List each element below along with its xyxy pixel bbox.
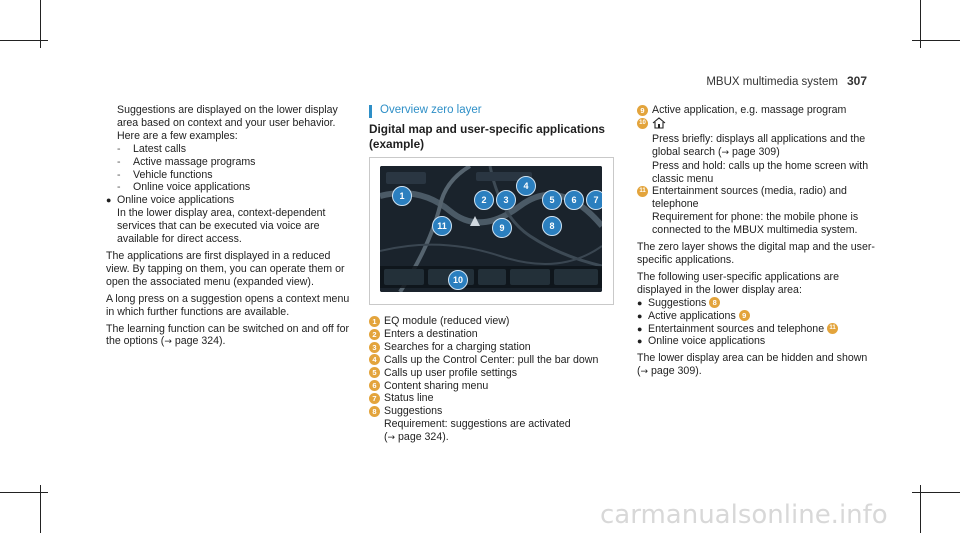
bullet-item: ●Entertainment sources and telephone 11 [637, 322, 882, 336]
paragraph: The learning function can be switched on… [106, 322, 350, 348]
callout-1: 1 [392, 186, 412, 206]
requirement-text: Requirement: suggestions are activated [384, 418, 571, 431]
left-column: Suggestions are displayed on the lower d… [106, 104, 351, 349]
callout-3: 3 [496, 190, 516, 210]
callout-6: 6 [564, 190, 584, 210]
crop-mark [0, 40, 48, 41]
reference-line: (→ page 324). [384, 431, 449, 444]
bullet-item: ●Online voice applications [106, 194, 235, 207]
header-title: MBUX multimedia system [706, 76, 838, 88]
bullet-item: ●Active applications 9 [637, 309, 882, 323]
paragraph: A long press on a suggestion opens a con… [106, 292, 350, 318]
crop-mark [920, 485, 921, 533]
callout-10: 10 [448, 270, 468, 290]
crop-mark [0, 492, 48, 493]
item-text: Press briefly: displays all applications… [652, 132, 866, 158]
legend-item: 10 [637, 117, 882, 133]
callout-9: 9 [492, 218, 512, 238]
reference-line: (→ page 309). [637, 365, 702, 378]
requirement-text: Requirement for phone: the mobile phone … [652, 211, 859, 237]
middle-column: Overview zero layer Digital map and user… [369, 104, 619, 445]
list-item: -Active massage programs [117, 155, 256, 168]
crop-mark [40, 485, 41, 533]
paragraph: The zero layer shows the digital map and… [637, 241, 875, 266]
callout-2: 2 [474, 190, 494, 210]
page-reference[interactable]: page 309 [651, 365, 696, 378]
display-figure: 1 2 3 4 5 6 7 8 9 10 11 [369, 157, 614, 305]
callout-8: 8 [542, 216, 562, 236]
map-screen: 1 2 3 4 5 6 7 8 9 10 11 [380, 166, 602, 292]
page-header: MBUX multimedia system 307 [706, 74, 867, 88]
paragraph: The lower display area can be hidden and… [637, 352, 868, 365]
watermark: carmanualsonline.info [600, 500, 888, 530]
page-reference[interactable]: page 309 [732, 145, 777, 158]
list-item: -Latest calls [117, 142, 186, 155]
map-graphic [380, 166, 602, 292]
page-number: 307 [846, 74, 867, 88]
crop-mark [40, 0, 41, 48]
item-text: Press and hold: calls up the home screen… [652, 159, 869, 185]
home-icon [652, 117, 666, 133]
crop-mark [912, 492, 960, 493]
callout-11: 11 [432, 216, 452, 236]
callout-5: 5 [542, 190, 562, 210]
figure-heading: Digital map and user-specific applicatio… [369, 122, 605, 151]
crop-mark [920, 0, 921, 48]
page-reference[interactable]: page 324 [174, 335, 219, 348]
list-item: -Vehicle functions [117, 168, 213, 181]
callout-7: 7 [586, 190, 602, 210]
paragraph: The following user-specific applications… [637, 270, 839, 296]
page-reference[interactable]: page 324 [398, 431, 443, 444]
callout-4: 4 [516, 176, 536, 196]
list-item: -Online voice applications [117, 181, 251, 194]
bullet-item: ●Suggestions 8 [637, 296, 882, 310]
bullet-item: ●Online voice applications [637, 335, 766, 348]
section-title: Overview zero layer [369, 104, 619, 118]
paragraph: The applications are first displayed in … [106, 249, 345, 288]
intro-text: Suggestions are displayed on the lower d… [117, 104, 338, 142]
crop-mark [912, 40, 960, 41]
bullet-text: In the lower display area, context-depen… [117, 207, 326, 246]
